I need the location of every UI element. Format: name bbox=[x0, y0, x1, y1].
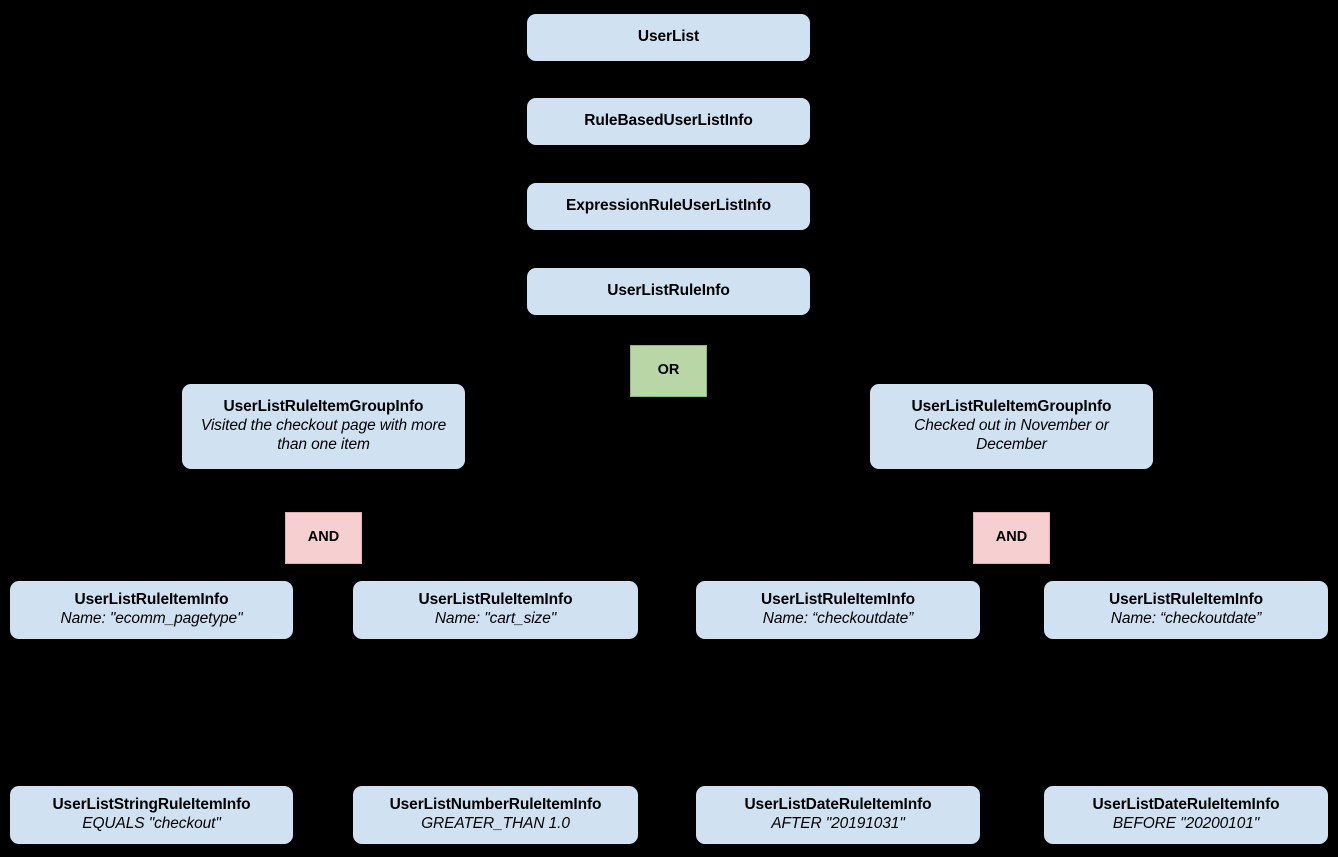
node-and-operator-left[interactable]: AND bbox=[285, 512, 362, 564]
edge-rule-item-3-to-leaf-3 bbox=[837, 639, 839, 786]
node-rule-item-1-title: UserListRuleItemInfo bbox=[74, 591, 229, 609]
node-leaf-3-subtitle: AFTER "20191031" bbox=[771, 815, 905, 832]
node-rule-item-4-title: UserListRuleItemInfo bbox=[1109, 591, 1263, 609]
node-rule-item-4[interactable]: UserListRuleItemInfo Name: “checkoutdate… bbox=[1044, 581, 1328, 639]
node-expression-rule-user-list-info[interactable]: ExpressionRuleUserListInfo bbox=[527, 183, 810, 230]
edge-group-left-to-and bbox=[322, 469, 324, 512]
node-leaf-2-subtitle: GREATER_THAN 1.0 bbox=[421, 815, 570, 832]
node-rule-item-3-subtitle: Name: “checkoutdate” bbox=[762, 610, 914, 627]
node-user-list-rule-info[interactable]: UserListRuleInfo bbox=[527, 268, 810, 315]
edge-expression-to-ruleinfo bbox=[667, 231, 669, 271]
edge-group-right-to-and bbox=[1010, 469, 1012, 512]
edge-rule-item-2-to-leaf-2 bbox=[494, 639, 496, 786]
node-user-list[interactable]: UserList bbox=[527, 14, 810, 61]
edge-and-right-bus bbox=[838, 572, 1186, 574]
node-rule-item-2[interactable]: UserListRuleItemInfo Name: "cart_size" bbox=[353, 581, 638, 639]
node-rule-item-4-subtitle: Name: “checkoutdate” bbox=[1110, 610, 1262, 627]
edge-rulebased-to-expression bbox=[667, 146, 669, 186]
node-leaf-4-title: UserListDateRuleItemInfo bbox=[1092, 796, 1280, 814]
node-rule-based-user-list-info-title: RuleBasedUserListInfo bbox=[584, 112, 753, 130]
node-rule-item-1[interactable]: UserListRuleItemInfo Name: "ecomm_pagety… bbox=[10, 581, 293, 639]
edge-userlist-to-rulebased bbox=[667, 61, 669, 101]
node-user-list-title: UserList bbox=[637, 28, 700, 46]
node-group-left[interactable]: UserListRuleItemGroupInfo Visited the ch… bbox=[182, 384, 465, 469]
node-leaf-4-subtitle: BEFORE "20200101" bbox=[1112, 815, 1260, 832]
node-group-left-subtitle: Visited the checkout page with more than… bbox=[200, 417, 447, 453]
node-rule-item-2-subtitle: Name: "cart_size" bbox=[434, 610, 557, 627]
edge-ruleinfo-to-or bbox=[667, 315, 669, 345]
node-and-operator-right[interactable]: AND bbox=[973, 512, 1050, 564]
node-rule-item-2-title: UserListRuleItemInfo bbox=[418, 591, 573, 609]
node-rule-item-1-subtitle: Name: "ecomm_pagetype" bbox=[60, 610, 243, 627]
node-leaf-1-title: UserListStringRuleItemInfo bbox=[52, 796, 251, 814]
node-group-right-title: UserListRuleItemGroupInfo bbox=[911, 398, 1112, 416]
node-rule-based-user-list-info[interactable]: RuleBasedUserListInfo bbox=[527, 98, 810, 145]
edge-rule-item-4-to-leaf-4 bbox=[1185, 639, 1187, 786]
node-leaf-4[interactable]: UserListDateRuleItemInfo BEFORE "2020010… bbox=[1044, 786, 1328, 844]
edge-and-left-bus bbox=[151, 572, 496, 574]
node-or-operator[interactable]: OR bbox=[630, 345, 707, 397]
and-operator-left-label: AND bbox=[307, 529, 340, 546]
node-rule-item-3[interactable]: UserListRuleItemInfo Name: “checkoutdate… bbox=[696, 581, 980, 639]
node-leaf-3-title: UserListDateRuleItemInfo bbox=[744, 796, 932, 814]
node-group-right[interactable]: UserListRuleItemGroupInfo Checked out in… bbox=[870, 384, 1153, 469]
node-leaf-1[interactable]: UserListStringRuleItemInfo EQUALS "check… bbox=[10, 786, 293, 844]
or-operator-label: OR bbox=[657, 362, 680, 379]
node-leaf-3[interactable]: UserListDateRuleItemInfo AFTER "20191031… bbox=[696, 786, 980, 844]
node-leaf-2-title: UserListNumberRuleItemInfo bbox=[389, 796, 602, 814]
node-user-list-rule-info-title: UserListRuleInfo bbox=[607, 282, 730, 300]
node-leaf-1-subtitle: EQUALS "checkout" bbox=[82, 815, 221, 832]
node-expression-rule-user-list-info-title: ExpressionRuleUserListInfo bbox=[566, 197, 771, 215]
and-operator-right-label: AND bbox=[995, 529, 1028, 546]
edge-rule-item-1-to-leaf-1 bbox=[150, 639, 152, 786]
node-rule-item-3-title: UserListRuleItemInfo bbox=[761, 591, 915, 609]
node-group-left-title: UserListRuleItemGroupInfo bbox=[223, 398, 424, 416]
node-group-right-subtitle: Checked out in November or December bbox=[914, 417, 1109, 453]
node-leaf-2[interactable]: UserListNumberRuleItemInfo GREATER_THAN … bbox=[353, 786, 638, 844]
